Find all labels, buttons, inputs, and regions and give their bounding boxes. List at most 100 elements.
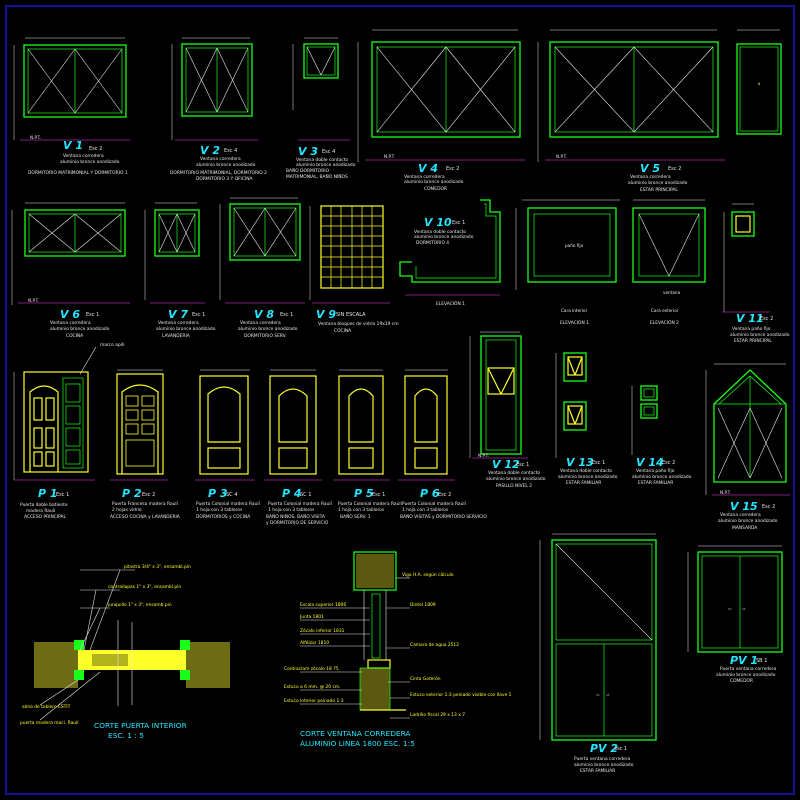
svg-text:SC 4: SC 4 (226, 492, 237, 498)
window-v7: V 7 Esc 1 Ventana corredera aluminio bro… (144, 202, 216, 339)
svg-text:Ventana doble contacto: Ventana doble contacto (488, 470, 540, 476)
door-p1: marco apdi P 1 Esc 1 Puerta doble batien… (13, 342, 125, 520)
svg-text:esc 1: esc 1 (614, 746, 627, 752)
svg-text:Ventana corredera: Ventana corredera (404, 174, 445, 180)
svg-text:aluminio bronce anodizado: aluminio bronce anodizado (558, 474, 618, 480)
svg-text:Ventana corredera: Ventana corredera (158, 320, 199, 326)
svg-text:1 hoja con 3 tableros: 1 hoja con 3 tableros (268, 507, 315, 513)
svg-text:Esc 1: Esc 1 (280, 312, 293, 318)
svg-text:Puerta Colonial madera Raulí: Puerta Colonial madera Raulí (196, 500, 261, 507)
svg-text:N.P.T.: N.P.T. (384, 154, 395, 159)
window-v8: V 8 Esc 1 Ventana corredera aluminio bro… (219, 197, 305, 339)
svg-text:Puerta doble batiente: Puerta doble batiente (20, 502, 68, 508)
svg-text:aluminio bronce anodizado: aluminio bronce anodizado (574, 762, 634, 768)
tag-v11: V 11 (736, 312, 764, 325)
svg-text:aluminio bronce anodizado: aluminio bronce anodizado (718, 518, 778, 524)
svg-text:⇦: ⇦ (728, 606, 732, 611)
svg-text:paño fijo: paño fijo (565, 243, 584, 248)
svg-text:aluminio bronce anodizado: aluminio bronce anodizado (628, 180, 688, 186)
svg-text:Esc 1: Esc 1 (56, 492, 69, 498)
svg-text:Cinta Goterón: Cinta Goterón (410, 675, 441, 682)
svg-text:COCINA: COCINA (66, 333, 83, 339)
svg-text:DORMITORIO SERV.: DORMITORIO SERV. (244, 333, 287, 339)
svg-text:BAÑO SERV. 1: BAÑO SERV. 1 (340, 513, 371, 520)
door-p4: P 4 SC 1 Puerta Colonial madera Raulí 1 … (264, 369, 333, 526)
svg-text:Ventana corredera: Ventana corredera (63, 153, 104, 159)
svg-text:Esc 2: Esc 2 (446, 166, 459, 172)
window-elevation-2-3: paño fijo Cara interior ELEVACIÓN 1 vent… (515, 199, 706, 326)
svg-text:PASILLO NIVEL 2: PASILLO NIVEL 2 (496, 483, 532, 489)
svg-text:Esc 1: Esc 1 (372, 492, 385, 498)
tag-v2: V 2 (200, 144, 220, 157)
window-v9-glass-blocks: V 9 SIN ESCALA Ventana bloques de vidrio… (309, 205, 399, 334)
svg-text:ESTAR PRINCIPAL: ESTAR PRINCIPAL (734, 338, 772, 344)
svg-text:aluminio bronce anodizado: aluminio bronce anodizado (716, 672, 776, 678)
svg-text:ESC. 1 : 5: ESC. 1 : 5 (108, 731, 144, 740)
door-section-detail: pilastra 3/4" x 3", ensambl.pin contrail… (20, 564, 230, 740)
svg-text:Esc 4: Esc 4 (224, 148, 237, 154)
svg-text:⇨: ⇨ (606, 692, 610, 697)
svg-text:aluminio bronce anodizado: aluminio bronce anodizado (296, 162, 356, 168)
svg-text:DORMITORIO 3 Y OFICINA: DORMITORIO 3 Y OFICINA (196, 176, 253, 182)
window-v15-gable: N.P.T. V 15 Esc 2 Ventana corredera alum… (705, 363, 790, 531)
tag-v3: V 3 (298, 145, 318, 158)
tag-v8: V 8 (254, 308, 274, 321)
window-v5-side-panel: ª (736, 29, 782, 135)
svg-text:Cara interior: Cara interior (561, 308, 588, 313)
window-v1: N.P.T. V 1 Esc 2 Ventana corredera alumi… (13, 37, 130, 176)
svg-text:Ladrillo fiscal 29 x 13 x 7: Ladrillo fiscal 29 x 13 x 7 (410, 712, 465, 718)
svg-text:aluminio bronce anodizado: aluminio bronce anodizado (414, 234, 474, 240)
svg-text:Cara exterior: Cara exterior (651, 308, 679, 313)
svg-text:BAÑO NIÑOS, BAÑO VISITA: BAÑO NIÑOS, BAÑO VISITA (266, 513, 325, 520)
tag-v4: V 4 (418, 162, 438, 175)
window-section-title: CORTE VENTANA CORREDERA (300, 729, 410, 738)
svg-text:ª: ª (758, 83, 760, 88)
svg-text:ELEVACIÓN 2: ELEVACIÓN 2 (650, 319, 679, 326)
svg-text:Esc 2: Esc 2 (668, 166, 681, 172)
door-p2: P 2 Esc 2 Puerta Francesa madera Raulí 2… (110, 369, 180, 520)
window-v12: N.P.T. V 12 Esc 1 Ventana doble contacto… (469, 331, 546, 489)
tag-p2: P 2 (122, 487, 142, 500)
svg-text:Zócalo inferior 1831: Zócalo inferior 1831 (300, 627, 345, 634)
svg-text:LAVANDERIA: LAVANDERIA (162, 333, 190, 339)
window-v2: V 2 Esc 4 Ventana corredera aluminio bro… (170, 37, 267, 182)
svg-text:Esc 2: Esc 2 (762, 504, 775, 510)
svg-text:Ventana doble contacto: Ventana doble contacto (414, 229, 466, 235)
svg-text:1 hoja con 3 tableros: 1 hoja con 3 tableros (402, 507, 449, 513)
svg-text:ESTAR FAMILIAR: ESTAR FAMILIAR (580, 768, 615, 774)
svg-text:COMEDOR: COMEDOR (424, 186, 447, 192)
svg-text:aluminio bronce anodizado: aluminio bronce anodizado (730, 332, 790, 338)
svg-text:Esc 4: Esc 4 (322, 149, 335, 155)
tag-p6: P 6 (420, 487, 440, 500)
window-v3: V 3 Esc 4 Ventana doble contacto alumini… (286, 37, 356, 180)
svg-text:aluminio bronce anodizado: aluminio bronce anodizado (156, 326, 216, 332)
svg-text:DORMITORIO MATRIMONIAL, DORMIT: DORMITORIO MATRIMONIAL, DORMITORIO 2 (170, 170, 267, 176)
svg-text:Esc 2: Esc 2 (662, 460, 675, 466)
svg-text:Esc 1: Esc 1 (592, 460, 605, 466)
npt-label: N.P.T. (30, 135, 41, 140)
svg-text:N.P.T.: N.P.T. (478, 453, 489, 458)
svg-text:ELEVACIÓN 1: ELEVACIÓN 1 (436, 300, 465, 307)
svg-text:1 hoja con 3 tableros: 1 hoja con 3 tableros (338, 507, 385, 513)
tag-v6: V 6 (60, 308, 80, 321)
svg-text:Escala superior 1806: Escala superior 1806 (300, 602, 346, 608)
svg-text:Ventana corredera: Ventana corredera (240, 320, 281, 326)
svg-text:Estuco a 6 mm. @ 20 cm.: Estuco a 6 mm. @ 20 cm. (284, 684, 341, 690)
svg-text:Puerta Francesa madera Raulí: Puerta Francesa madera Raulí (112, 500, 179, 507)
window-v14: V 14 Esc 2 Ventana paño fijo aluminio br… (631, 385, 692, 486)
svg-text:1 hoja con 3 tableros: 1 hoja con 3 tableros (196, 507, 243, 513)
window-v10-elevation-1: V 10 Esc 1 Ventana doble contacto alumin… (399, 199, 501, 307)
svg-text:aluminio bronce anodizado: aluminio bronce anodizado (60, 159, 120, 165)
svg-text:Cámara de agua 2512: Cámara de agua 2512 (410, 641, 459, 648)
svg-text:Ventana corredera: Ventana corredera (200, 156, 241, 162)
svg-text:DORMITORIO 4: DORMITORIO 4 (416, 240, 449, 246)
svg-text:ESTAR FAMILIAR: ESTAR FAMILIAR (566, 480, 601, 486)
svg-text:N.P.T.: N.P.T. (28, 298, 39, 303)
svg-text:Puerta ventana corredera: Puerta ventana corredera (574, 756, 631, 762)
tag-p1: P 1 (38, 487, 58, 500)
tag-v1: V 1 (63, 139, 83, 152)
svg-text:aluminio bronce anodizado: aluminio bronce anodizado (486, 476, 546, 482)
window-v5: N.P.T. V 5 Esc 2 Ventana corredera alumi… (537, 29, 725, 193)
svg-text:pilastra 3/4" x 3", ensambl.pi: pilastra 3/4" x 3", ensambl.pin (124, 564, 191, 570)
